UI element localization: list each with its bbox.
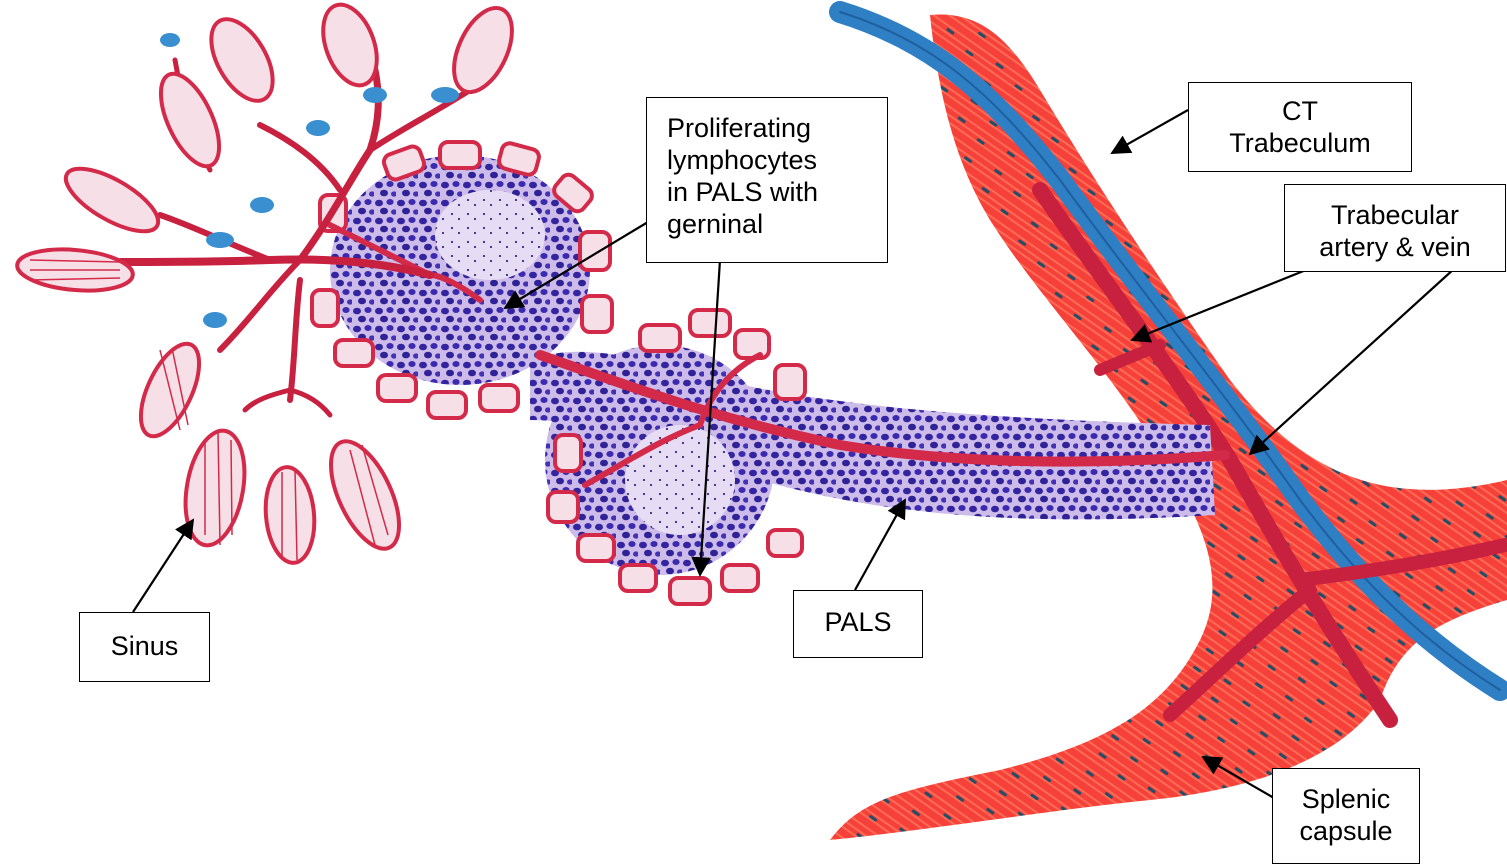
label-pals: PALS [793,590,923,658]
label-trabecular-artery-vein: Trabecular artery & vein [1284,184,1506,272]
label-ct-trabeculum: CT Trabeculum [1188,82,1412,172]
label-splenic-capsule: Splenic capsule [1272,768,1420,864]
label-sinus: Sinus [79,612,210,682]
label-proliferating-lymphocytes: Proliferating lymphocytes in PALS with g… [646,97,888,263]
